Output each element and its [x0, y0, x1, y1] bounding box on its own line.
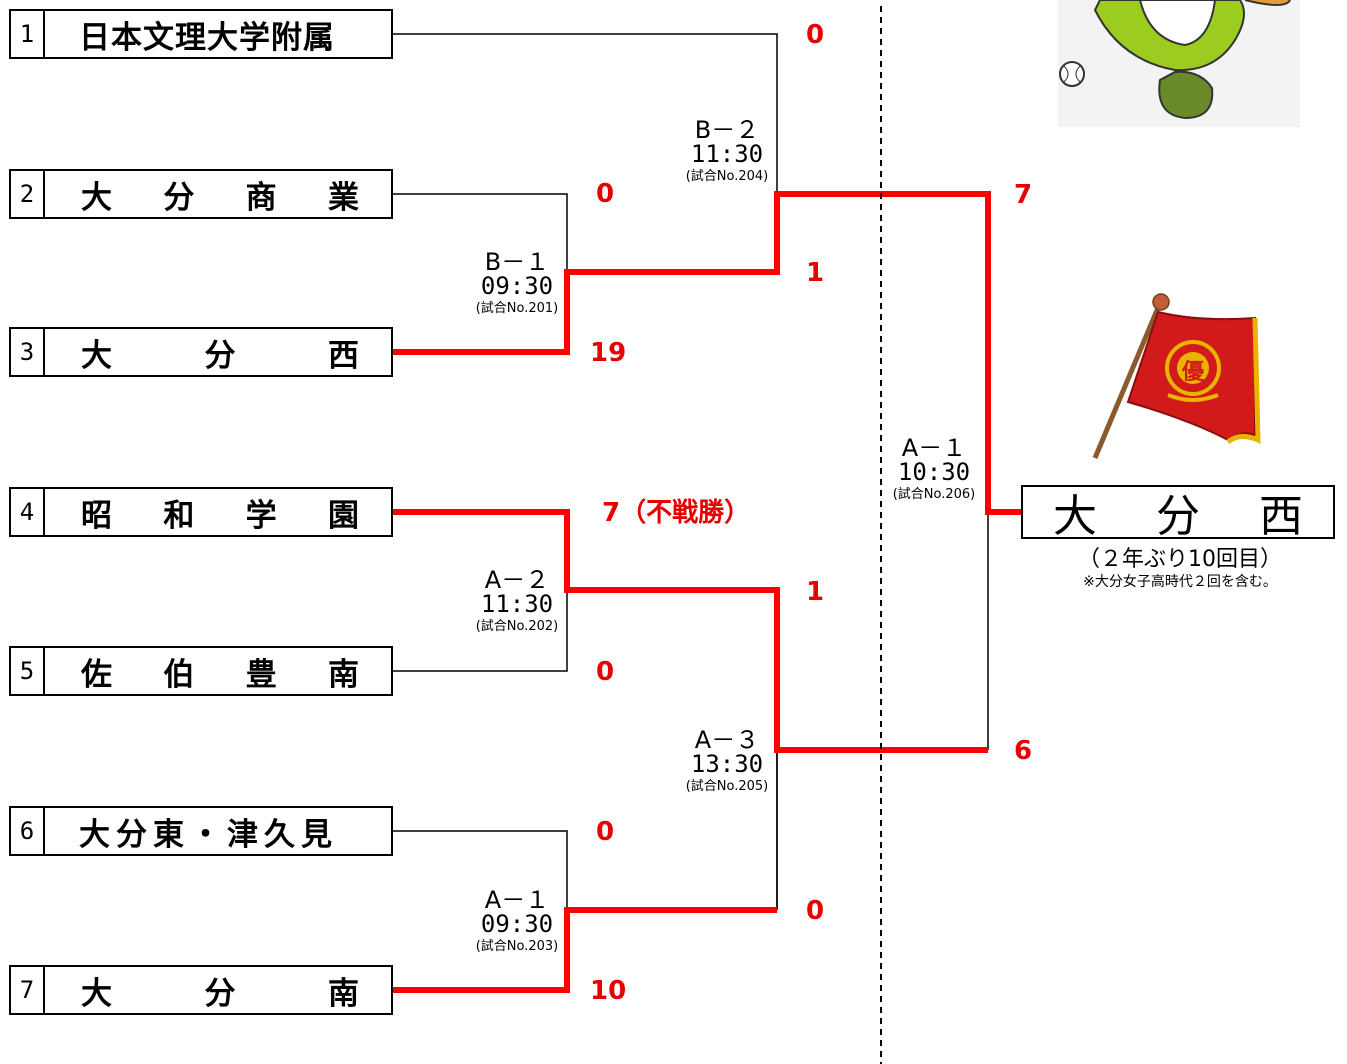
match-number: (試合No.204) [685, 169, 769, 184]
baseball-icon [1059, 61, 1085, 87]
match-time: 11:30 [690, 140, 764, 168]
team-box-3: 3 大 分 西 [9, 327, 393, 377]
seed-number: 6 [11, 808, 45, 854]
team-name-char: 佐 [81, 656, 112, 693]
seed-number: 7 [11, 967, 45, 1013]
team-name: 佐 伯 豊 南 [45, 648, 391, 694]
flag-emblem-text: 優 [1182, 360, 1205, 385]
match-id: A－３ [694, 726, 760, 754]
team-box-2: 2 大 分 商 業 [9, 169, 393, 219]
match-id: B－１ [484, 248, 550, 276]
match-id: A－１ [901, 434, 967, 462]
line-team2 [393, 193, 568, 272]
team-name-char: 業 [327, 179, 359, 216]
team-box-5: 5 佐 伯 豊 南 [9, 646, 393, 696]
winner-path-oita-minami [393, 907, 777, 993]
score-206-bottom: 6 [1014, 736, 1033, 766]
match-time: 10:30 [897, 458, 971, 486]
line-team1 [393, 33, 778, 194]
match-label-201: B－１ 09:30 (試合No.201) [470, 250, 564, 315]
line-team5 [393, 590, 568, 672]
score-203-bottom: 10 [590, 976, 627, 1006]
team-name-char: 大 [81, 975, 112, 1012]
match-label-203: A－１ 09:30 (試合No.203) [470, 888, 564, 953]
team-name-char: 昭 [81, 497, 112, 534]
team-name: 大 分 商 業 [45, 171, 391, 217]
team-name: 大 分 西 [45, 329, 391, 375]
team-name-char: 学 [245, 497, 277, 534]
champion-box: 大 分 西 [1021, 485, 1335, 542]
champion-name-char: 西 [1259, 491, 1303, 542]
mascot-illustration [1058, 0, 1300, 127]
score-206-top: 7 [1014, 180, 1033, 210]
score-205-bottom: 0 [806, 896, 825, 926]
team-name-char: 南 [327, 656, 359, 693]
match-time: 09:30 [480, 910, 554, 938]
match-time: 11:30 [480, 590, 554, 618]
team-name-char: 園 [327, 497, 359, 534]
score-204-bottom: 1 [806, 258, 825, 288]
seed-number: 5 [11, 648, 45, 694]
team-name-text: 大分東・津久見 [79, 816, 338, 853]
seed-number: 3 [11, 329, 45, 375]
team-name-char: 西 [328, 337, 359, 374]
match-label-204: B－２ 11:30 (試合No.204) [680, 118, 774, 183]
team-name: 大 分 南 [45, 967, 391, 1013]
score-201-bottom: 19 [590, 338, 627, 368]
match-number: (試合No.201) [475, 301, 559, 316]
champion-note: （２年ぶり10回目） [1078, 547, 1282, 572]
match-label-205: A－３ 13:30 (試合No.205) [680, 728, 774, 793]
champion-name-char: 大 [1053, 491, 1097, 542]
team-name-char: 商 [245, 179, 277, 216]
match-number: (試合No.202) [475, 619, 559, 634]
seed-number: 1 [11, 11, 45, 57]
line-team6 [393, 830, 568, 910]
match-number: (試合No.206) [892, 487, 976, 502]
team-box-7: 7 大 分 南 [9, 965, 393, 1015]
team-box-4: 4 昭 和 学 園 [9, 487, 393, 537]
team-name-char: 大 [81, 179, 112, 216]
match-label-206: A－１ 10:30 (試合No.206) [887, 436, 981, 501]
match-id: B－２ [694, 116, 760, 144]
score-202-bottom: 0 [596, 657, 615, 687]
match-id: A－２ [484, 566, 550, 594]
champion-name-char: 分 [1156, 491, 1200, 542]
team-name-char: 分 [163, 179, 195, 216]
score-205-top: 1 [806, 577, 825, 607]
match-label-202: A－２ 11:30 (試合No.202) [470, 568, 564, 633]
team-name-text: 日本文理大学附属 [79, 19, 335, 56]
match-time: 09:30 [480, 272, 554, 300]
winner-path-showa [393, 509, 988, 753]
team-name: 大分東・津久見 [45, 808, 391, 854]
team-name-char: 伯 [163, 656, 195, 693]
match-number: (試合No.205) [685, 779, 769, 794]
team-box-1: 1 日本文理大学附属 [9, 9, 393, 59]
seed-number: 4 [11, 489, 45, 535]
team-name-char: 豊 [245, 656, 277, 693]
champion-subnote: ※大分女子高時代２回を含む。 [1083, 574, 1277, 590]
match-number: (試合No.203) [475, 939, 559, 954]
match-time: 13:30 [690, 750, 764, 778]
score-201-top: 0 [596, 179, 615, 209]
team-name-char: 大 [81, 337, 112, 374]
victory-flag-illustration [1092, 293, 1261, 459]
team-name-char: 南 [328, 975, 359, 1012]
team-name: 日本文理大学附属 [45, 11, 391, 57]
team-name-char: 分 [204, 337, 236, 374]
team-name-char: 和 [163, 497, 195, 534]
seed-number: 2 [11, 171, 45, 217]
team-name: 昭 和 学 園 [45, 489, 391, 535]
team-name-char: 分 [204, 975, 236, 1012]
team-box-6: 6 大分東・津久見 [9, 806, 393, 856]
score-202-top: 7（不戦勝） [602, 498, 751, 528]
winner-path-oita-nishi [393, 191, 1021, 515]
score-204-top: 0 [806, 20, 825, 50]
match-id: A－１ [484, 886, 550, 914]
score-203-top: 0 [596, 817, 615, 847]
